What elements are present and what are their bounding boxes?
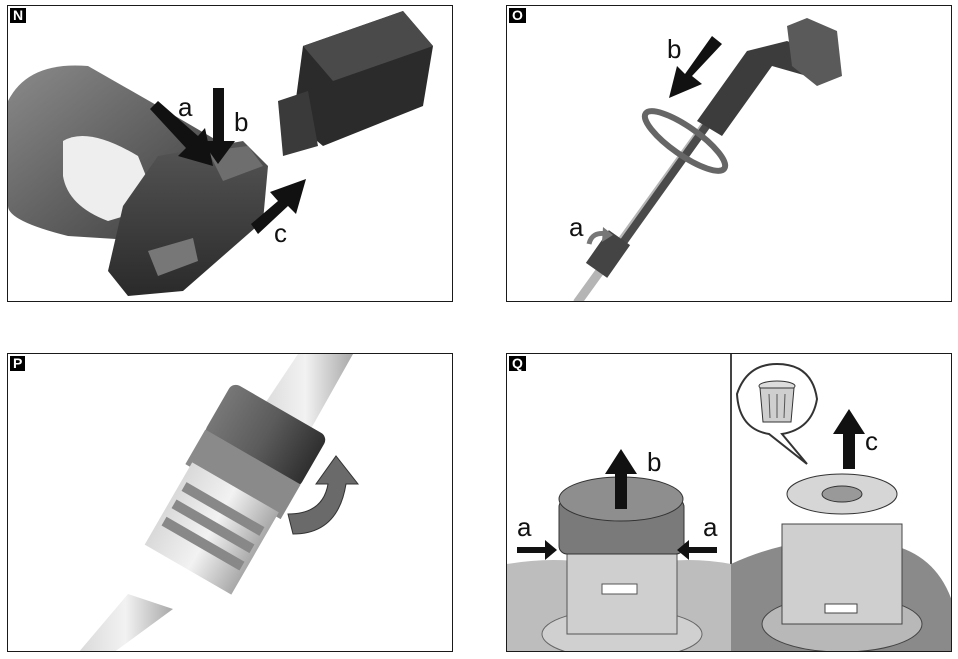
callout-b: b bbox=[667, 34, 682, 64]
callout-c: c bbox=[865, 426, 878, 456]
rotate-arrow-icon bbox=[287, 455, 360, 535]
shaft-coupling bbox=[585, 230, 631, 278]
callout-a-left: a bbox=[517, 512, 532, 542]
battery-pack bbox=[787, 18, 842, 86]
spool-cap-view bbox=[507, 449, 731, 651]
tool-housing bbox=[108, 141, 268, 296]
arrow-icon bbox=[202, 88, 235, 164]
trimmer-assembly-illustration bbox=[573, 18, 842, 301]
spool-housing-view bbox=[731, 362, 951, 651]
arrow-icon bbox=[517, 540, 557, 560]
upper-shaft bbox=[613, 108, 721, 254]
shaft-lock-closeup-illustration bbox=[79, 354, 360, 651]
callout-b: b bbox=[234, 107, 249, 137]
callout-a: a bbox=[178, 92, 193, 122]
panel-o: O b a bbox=[506, 5, 952, 302]
battery-insertion-illustration bbox=[8, 11, 433, 296]
arrow-icon bbox=[150, 101, 213, 166]
callout-c: c bbox=[274, 218, 287, 248]
panel-p: P bbox=[7, 353, 453, 652]
panel-label: N bbox=[10, 8, 27, 23]
battery-pack bbox=[278, 11, 433, 156]
panel-label: P bbox=[10, 356, 26, 371]
callout-a-right: a bbox=[703, 512, 718, 542]
arrow-icon bbox=[669, 36, 722, 98]
callout-b: b bbox=[647, 447, 662, 477]
trash-bin-icon bbox=[758, 380, 796, 423]
arrow-icon bbox=[251, 179, 306, 234]
spool-removal-illustration bbox=[507, 354, 951, 651]
arrow-icon bbox=[677, 540, 717, 560]
panel-n: N a b bbox=[7, 5, 453, 302]
callout-a: a bbox=[569, 212, 584, 242]
panel-q: Q bbox=[506, 353, 952, 652]
shaft-coupling-sleeve bbox=[144, 384, 326, 595]
rotate-arrow-icon bbox=[586, 227, 613, 245]
panel-label: Q bbox=[509, 356, 526, 371]
lower-tube bbox=[79, 594, 173, 651]
arrow-icon bbox=[833, 409, 865, 469]
panel-label: O bbox=[509, 8, 526, 23]
auxiliary-handle bbox=[641, 108, 729, 174]
arrow-icon bbox=[605, 449, 637, 509]
